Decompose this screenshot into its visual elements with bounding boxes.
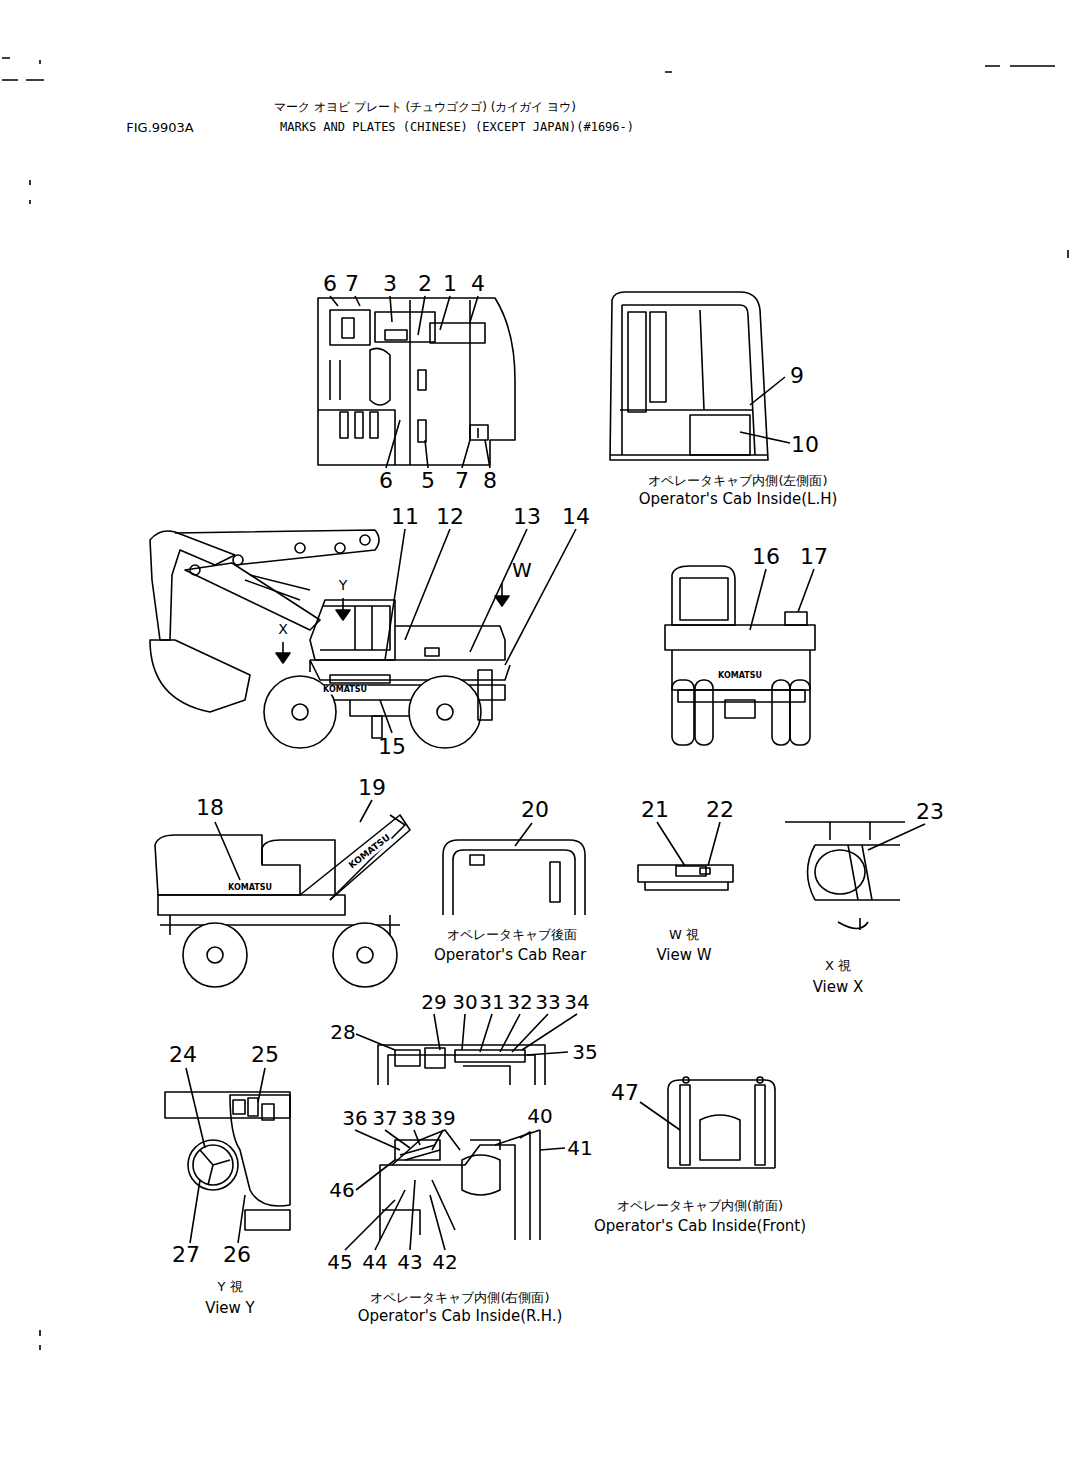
view-label: KOMATSU	[322, 686, 368, 695]
callout-number: 7	[455, 469, 469, 493]
callout-number: 30	[452, 991, 477, 1013]
callout-number: 28	[330, 1021, 355, 1043]
callout-number: 10	[791, 433, 819, 457]
view-label: W	[512, 559, 532, 581]
view-label: KOMATSU	[717, 672, 763, 681]
callout-number: 45	[327, 1251, 352, 1273]
callout-number: 24	[169, 1043, 197, 1067]
figure-title: MARKS AND PLATES (CHINESE) (EXCEPT JAPAN…	[280, 120, 634, 134]
view-label: View X	[813, 979, 864, 996]
view-label: Operator's Cab Rear	[434, 947, 586, 964]
callout-number: 33	[535, 991, 560, 1013]
callout-number: 29	[421, 991, 446, 1013]
callout-number: 25	[251, 1043, 279, 1067]
callout-number: 34	[564, 991, 589, 1013]
view-label: Operator's Cab Inside(R.H.)	[358, 1308, 563, 1325]
callout-number: 27	[172, 1243, 200, 1267]
callout-number: 20	[521, 798, 549, 822]
callout-number: 21	[641, 798, 669, 822]
callout-number: 23	[916, 800, 944, 824]
view-label: FIG.9903A	[125, 121, 195, 135]
view-label: Y	[338, 578, 349, 593]
callout-number: 15	[378, 735, 406, 759]
callout-number: 38	[401, 1107, 426, 1129]
callout-number: 26	[223, 1243, 251, 1267]
callout-number: 4	[471, 272, 485, 296]
callout-number: 47	[611, 1081, 639, 1105]
view-label: Y 視	[216, 1280, 243, 1294]
view-label: オペレータキャブ内側(左側面)	[647, 474, 828, 488]
callout-number: 37	[372, 1107, 397, 1129]
callout-number: 18	[196, 796, 224, 820]
callout-number: 35	[572, 1041, 597, 1063]
view-label: View Y	[205, 1300, 255, 1317]
callout-number: 7	[345, 272, 359, 296]
callout-number: 5	[421, 469, 435, 493]
callout-number: 22	[706, 798, 734, 822]
callout-number: 19	[358, 776, 386, 800]
callout-number: 8	[483, 469, 497, 493]
callout-number: 11	[391, 505, 419, 529]
view-label: Operator's Cab Inside(Front)	[594, 1218, 806, 1235]
view-label: View W	[656, 947, 711, 964]
callout-number: 13	[513, 505, 541, 529]
view-label: Operator's Cab Inside(L.H)	[639, 491, 838, 508]
callout-number: 12	[436, 505, 464, 529]
callout-number: 40	[527, 1105, 552, 1127]
callout-number: 46	[329, 1179, 354, 1201]
callout-number: 6	[323, 272, 337, 296]
view-label: オペレータキャブ後面	[446, 928, 578, 942]
callout-number: 2	[418, 272, 432, 296]
view-label: W 視	[668, 928, 700, 942]
callout-number: 3	[383, 272, 397, 296]
callout-number: 14	[562, 505, 590, 529]
view-label: マーク オヨビ プレート (チュウゴクゴ) (カイガイ ヨウ)	[273, 101, 577, 114]
view-label: オペレータキャブ内側(右側面)	[369, 1291, 550, 1305]
callout-number: 39	[430, 1107, 455, 1129]
view-label: X	[277, 622, 289, 637]
callout-number: 42	[432, 1251, 457, 1273]
callout-number: 31	[479, 991, 504, 1013]
callout-number: 1	[443, 272, 457, 296]
callout-number: 44	[362, 1251, 387, 1273]
view-label: X 視	[824, 959, 852, 973]
callout-number: 17	[800, 545, 828, 569]
callout-number: 9	[790, 364, 804, 388]
callout-number: 16	[752, 545, 780, 569]
callout-number: 32	[507, 991, 532, 1013]
callout-number: 41	[567, 1137, 592, 1159]
callout-number: 6	[379, 469, 393, 493]
callout-number: 36	[342, 1107, 367, 1129]
callout-number: 43	[397, 1251, 422, 1273]
view-label: オペレータキャブ内側(前面)	[616, 1199, 784, 1213]
view-label: KOMATSU	[227, 884, 273, 893]
